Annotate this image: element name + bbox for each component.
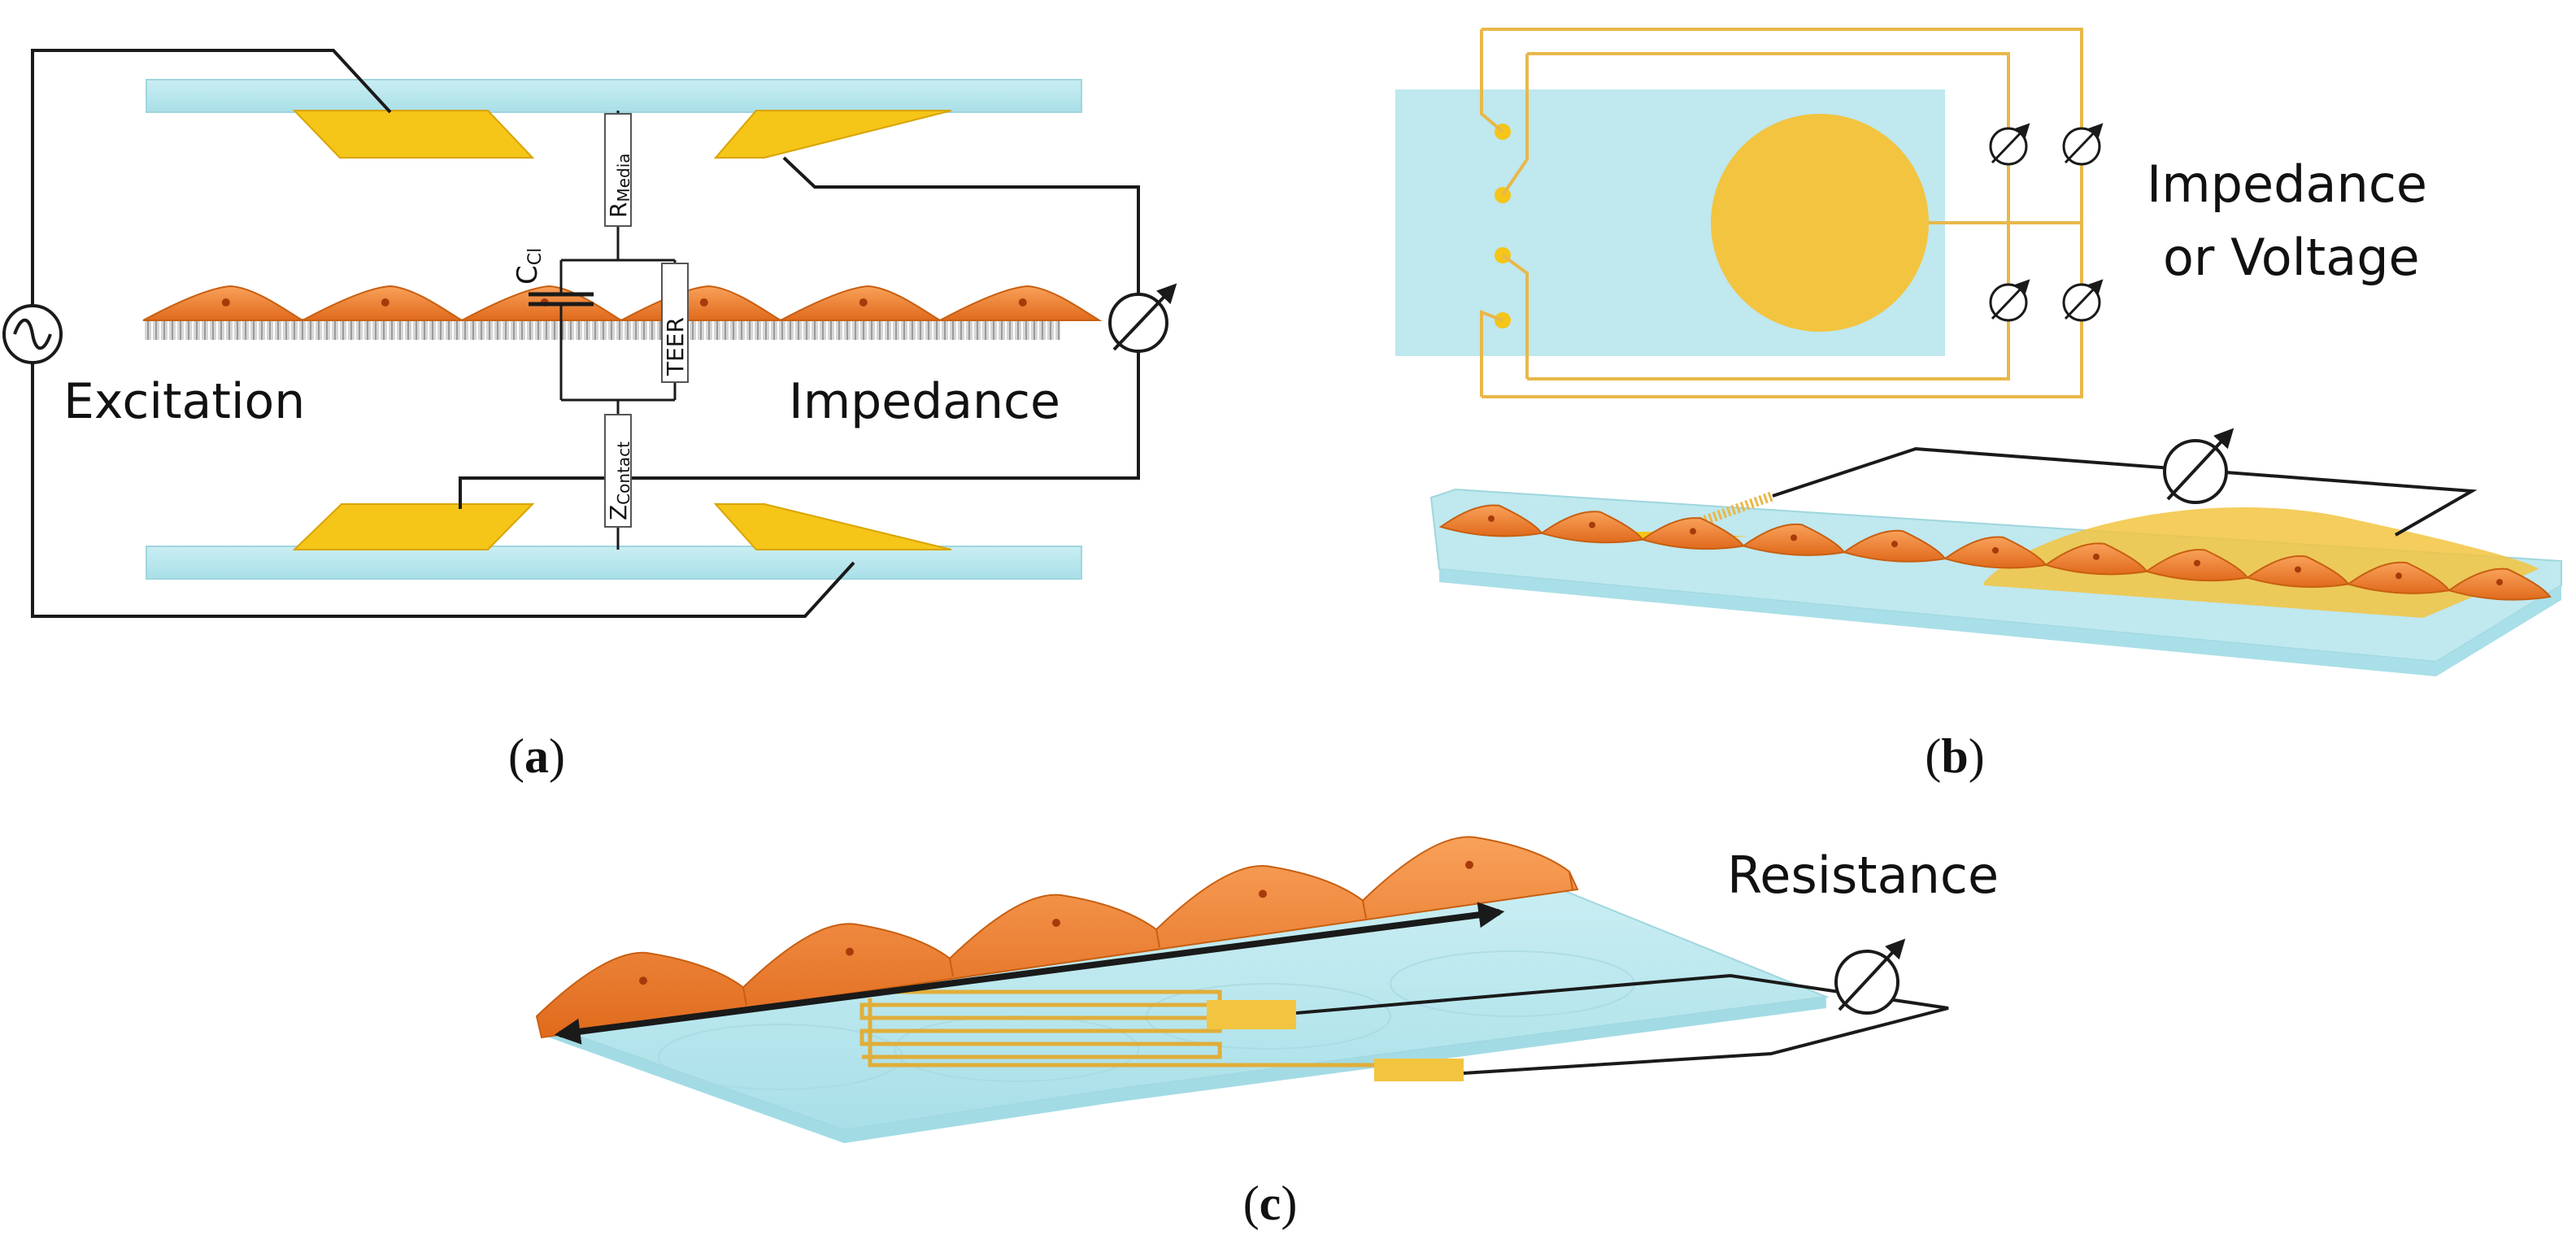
cell-nucleus [1690, 528, 1696, 535]
c-cl-label: CCl [511, 248, 546, 285]
cell-nucleus [1018, 298, 1027, 307]
cell-nucleus [2194, 559, 2200, 567]
contact-pad-upper [1207, 1000, 1296, 1029]
bottom-right-electrode [713, 503, 952, 550]
impedance-wires [459, 156, 1140, 509]
bottom-glass-plate [146, 546, 1082, 580]
cell-nucleus [381, 298, 389, 307]
cell-nucleus [2496, 579, 2503, 586]
cell-nucleus [699, 298, 708, 307]
resistance-label: Resistance [1727, 846, 1999, 905]
cell-nucleus [859, 298, 868, 307]
porous-membrane [145, 319, 1060, 340]
cell-nucleus [1465, 860, 1473, 869]
impedance-label: Impedance [789, 373, 1060, 430]
cell-nucleus [221, 298, 230, 307]
panel-b: Impedance or Voltage (b) [1395, 28, 2562, 783]
meter-icon [2062, 279, 2104, 322]
cell-monolayer-a [142, 285, 1103, 321]
cell-nucleus [1992, 547, 1999, 554]
z-contact-element [604, 414, 632, 528]
resistance-wires [1295, 973, 1949, 1075]
r-media-label: RMedia [605, 153, 633, 218]
impedance-or-voltage-line1: Impedance [2147, 154, 2427, 214]
meter-icon [1989, 123, 2030, 166]
impedance-or-voltage-line2: or Voltage [2163, 228, 2420, 287]
cell-nucleus [1891, 541, 1898, 548]
cell-nucleus [1589, 521, 1595, 528]
top-left-electrode [292, 110, 535, 159]
meter-icon [1834, 938, 1906, 1015]
excitation-wires [31, 49, 855, 618]
teer-label: TEER [662, 317, 689, 376]
top-glass-plate [146, 79, 1082, 113]
contact-pad-lower [1374, 1059, 1464, 1081]
cell-nucleus [1259, 889, 1267, 898]
cell-monolayer-b [1438, 504, 2552, 601]
cell-nucleus [1052, 919, 1060, 927]
cell-nucleus [2395, 572, 2402, 580]
caption-b: (b) [1925, 729, 1984, 783]
meter-icon [2163, 428, 2234, 504]
cell-nucleus [2093, 553, 2100, 560]
meter-icon [1989, 279, 2030, 322]
panel-c: Resistance (c) [535, 836, 1999, 1230]
teer-resistor [661, 263, 689, 383]
excitation-label: Excitation [63, 373, 305, 430]
meter-icon [2062, 123, 2104, 166]
cell-nucleus [2295, 566, 2301, 573]
ac-source-icon [2, 304, 63, 364]
small-meters [1989, 123, 2104, 322]
cell-nucleus [639, 976, 647, 985]
top-right-electrode [713, 110, 952, 159]
caption-c: (c) [1243, 1176, 1298, 1230]
panel-a: RMedia CCl TEER ZContact Excitation Impe… [2, 49, 1177, 783]
sensing-electrode [1711, 114, 1929, 332]
bottom-left-electrode [292, 503, 535, 550]
cell-nucleus [1488, 515, 1495, 522]
r-media-resistor [604, 113, 632, 227]
caption-a: (a) [508, 729, 565, 783]
cell-nucleus [846, 947, 854, 956]
double-arrow [554, 902, 1505, 1045]
meter-icon [1108, 283, 1177, 353]
z-contact-label: ZContact [605, 441, 633, 520]
cell-nucleus [1791, 534, 1797, 541]
